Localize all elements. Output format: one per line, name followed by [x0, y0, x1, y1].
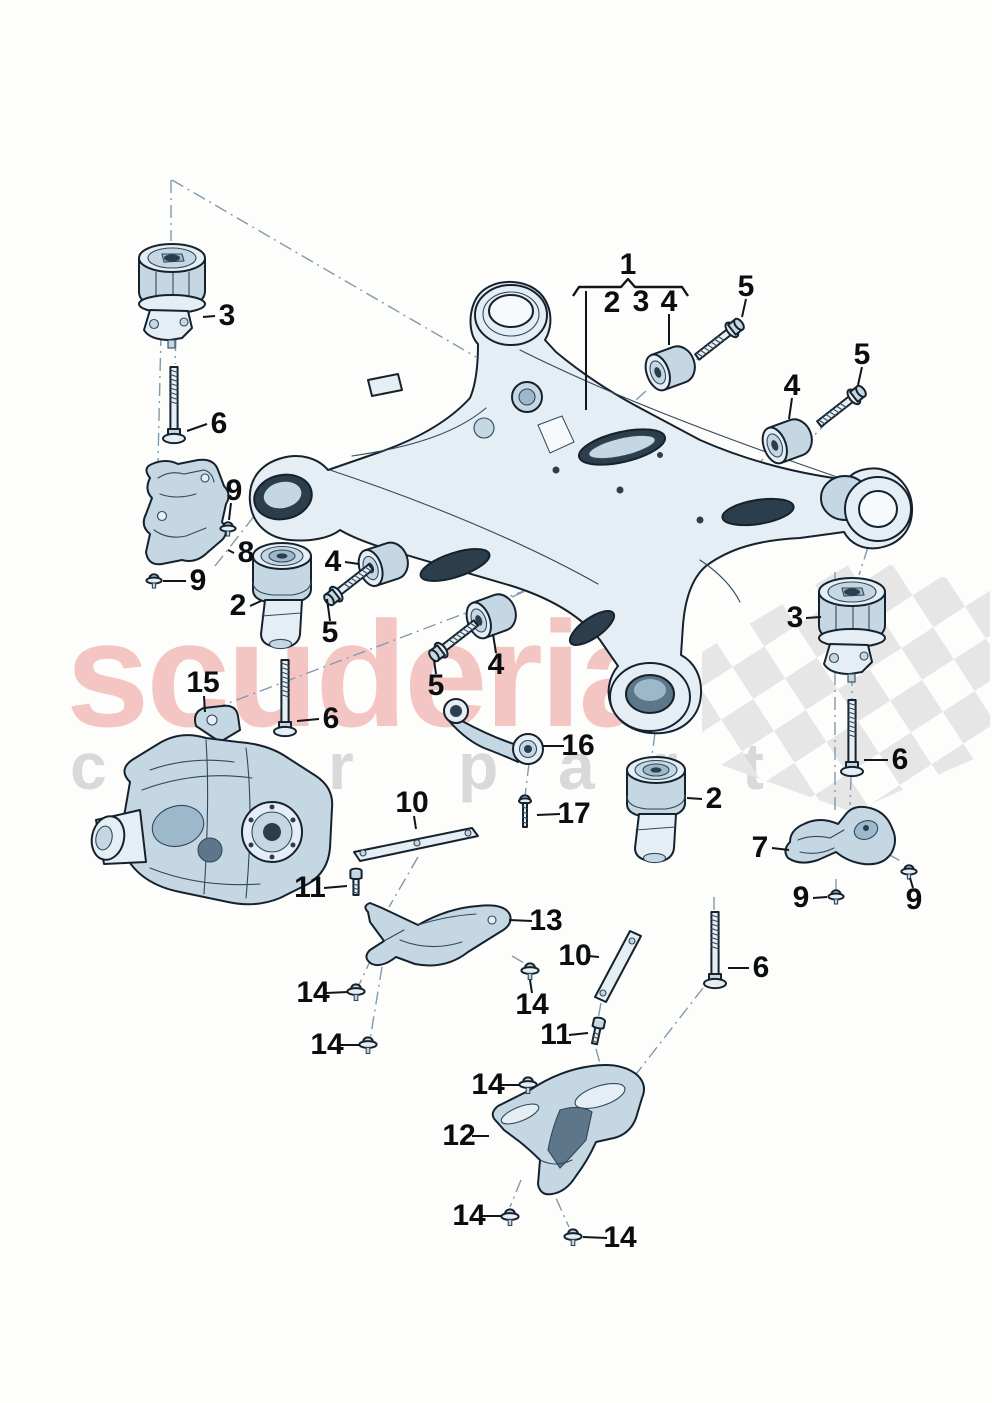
callout-label-3[interactable]: 3 — [632, 285, 650, 318]
part-rear-subframe-1 — [248, 280, 914, 735]
callout-label-5[interactable]: 5 — [427, 669, 445, 702]
callout-label-5[interactable]: 5 — [853, 338, 871, 371]
callout-label-14[interactable]: 14 — [310, 1028, 344, 1061]
callout-label-4[interactable]: 4 — [487, 648, 505, 681]
callout-label-7[interactable]: 7 — [751, 831, 769, 864]
callout-label-17[interactable]: 17 — [557, 797, 591, 830]
callout-label-3[interactable]: 3 — [218, 299, 236, 332]
callout-label-9[interactable]: 9 — [792, 881, 810, 914]
part-pendulum-support-16 — [443, 698, 544, 765]
callout-label-11[interactable]: 11 — [294, 871, 326, 904]
watermark-brand-text: scuderia — [66, 590, 662, 758]
callout-label-9[interactable]: 9 — [905, 883, 923, 916]
part-heat-shield-7 — [784, 805, 896, 866]
callout-label-3[interactable]: 3 — [786, 601, 804, 634]
callout-label-6[interactable]: 6 — [891, 743, 909, 776]
callout-label-4[interactable]: 4 — [324, 545, 342, 578]
watermark-tagline-letter: a — [558, 729, 595, 803]
callout-label-15[interactable]: 15 — [186, 666, 220, 699]
callout-label-14[interactable]: 14 — [296, 976, 330, 1009]
callout-label-4[interactable]: 4 — [783, 369, 801, 402]
callout-label-6[interactable]: 6 — [210, 407, 228, 440]
callout-label-12[interactable]: 12 — [442, 1119, 476, 1152]
callout-label-2[interactable]: 2 — [705, 782, 723, 815]
callout-label-6[interactable]: 6 — [752, 951, 770, 984]
callout-label-14[interactable]: 14 — [452, 1199, 486, 1232]
callout-label-14[interactable]: 14 — [603, 1221, 637, 1254]
callout-label-5[interactable]: 5 — [737, 270, 755, 303]
callout-label-14[interactable]: 14 — [515, 988, 549, 1021]
checkered-flag-watermark — [702, 558, 990, 812]
callout-label-6[interactable]: 6 — [322, 702, 340, 735]
watermark-tagline-letter: c — [70, 729, 107, 803]
callout-label-1[interactable]: 1 — [619, 248, 637, 281]
callout-label-9[interactable]: 9 — [225, 474, 243, 507]
callout-label-9[interactable]: 9 — [189, 564, 207, 597]
callout-label-5[interactable]: 5 — [321, 616, 339, 649]
callout-label-2[interactable]: 2 — [603, 286, 621, 319]
callout-label-10[interactable]: 10 — [558, 939, 592, 972]
callout-label-4[interactable]: 4 — [660, 285, 678, 318]
part-bracket-13 — [364, 902, 512, 967]
part-rear-differential-15 — [90, 704, 334, 906]
callout-label-8[interactable]: 8 — [237, 536, 255, 569]
callout-label-11[interactable]: 11 — [540, 1018, 572, 1051]
group-bracket-1 — [572, 277, 689, 297]
part-reinforcement-plate-10b — [594, 930, 642, 1003]
callout-label-2[interactable]: 2 — [229, 589, 247, 622]
callout-label-14[interactable]: 14 — [471, 1068, 505, 1101]
watermark-tagline-letter: r — [328, 729, 354, 803]
callout-label-13[interactable]: 13 — [529, 904, 563, 937]
callout-label-16[interactable]: 16 — [561, 729, 595, 762]
part-reinforcement-plate-10a — [353, 827, 479, 862]
part-bracket-12 — [491, 1064, 645, 1196]
callout-label-10[interactable]: 10 — [395, 786, 429, 819]
